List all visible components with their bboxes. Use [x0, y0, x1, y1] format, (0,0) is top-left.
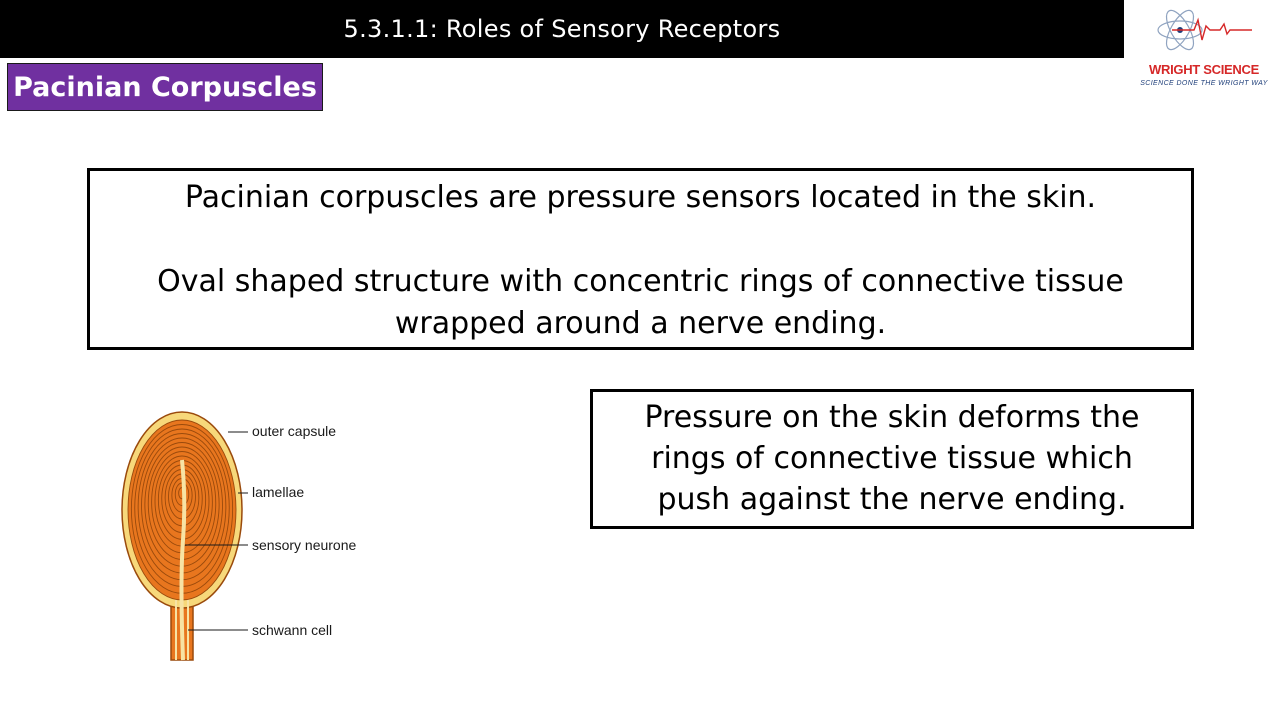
- slide-title-bar: 5.3.1.1: Roles of Sensory Receptors: [0, 0, 1124, 58]
- diagram-labels: outer capsule lamellae sensory neurone s…: [185, 423, 357, 638]
- function-box: Pressure on the skin deforms the rings o…: [590, 389, 1194, 529]
- lamellae-label: lamellae: [252, 484, 304, 500]
- definition-line-3: wrapped around a nerve ending.: [394, 306, 887, 341]
- logo-wordmark: WRIGHT SCIENCE: [1149, 62, 1259, 77]
- definition-line-1: Pacinian corpuscles are pressure sensors…: [184, 180, 1097, 215]
- sensory-neurone-shape: [179, 459, 187, 661]
- wright-science-logo: WRIGHT SCIENCE SCIENCE DONE THE WRIGHT W…: [1132, 4, 1276, 96]
- definition-box: Pacinian corpuscles are pressure sensors…: [87, 168, 1194, 350]
- sensory-neurone-label: sensory neurone: [252, 537, 357, 553]
- function-line-1: Pressure on the skin deforms the: [644, 400, 1140, 435]
- function-line-2: rings of connective tissue which: [651, 441, 1133, 476]
- section-heading: Pacinian Corpuscles: [7, 63, 323, 111]
- function-line-3: push against the nerve ending.: [657, 482, 1127, 517]
- slide-title: 5.3.1.1: Roles of Sensory Receptors: [343, 15, 781, 43]
- definition-line-2: Oval shaped structure with concentric ri…: [157, 264, 1124, 299]
- logo-tagline: SCIENCE DONE THE WRIGHT WAY: [1140, 80, 1268, 87]
- lamellae-rings: [127, 419, 237, 601]
- section-heading-label: Pacinian Corpuscles: [13, 71, 317, 103]
- outer-capsule-label: outer capsule: [252, 423, 336, 439]
- pacinian-corpuscle-diagram: outer capsule lamellae sensory neurone s…: [121, 411, 357, 661]
- atom-ecg-icon: [1157, 9, 1252, 51]
- schwann-cell-label: schwann cell: [252, 622, 332, 638]
